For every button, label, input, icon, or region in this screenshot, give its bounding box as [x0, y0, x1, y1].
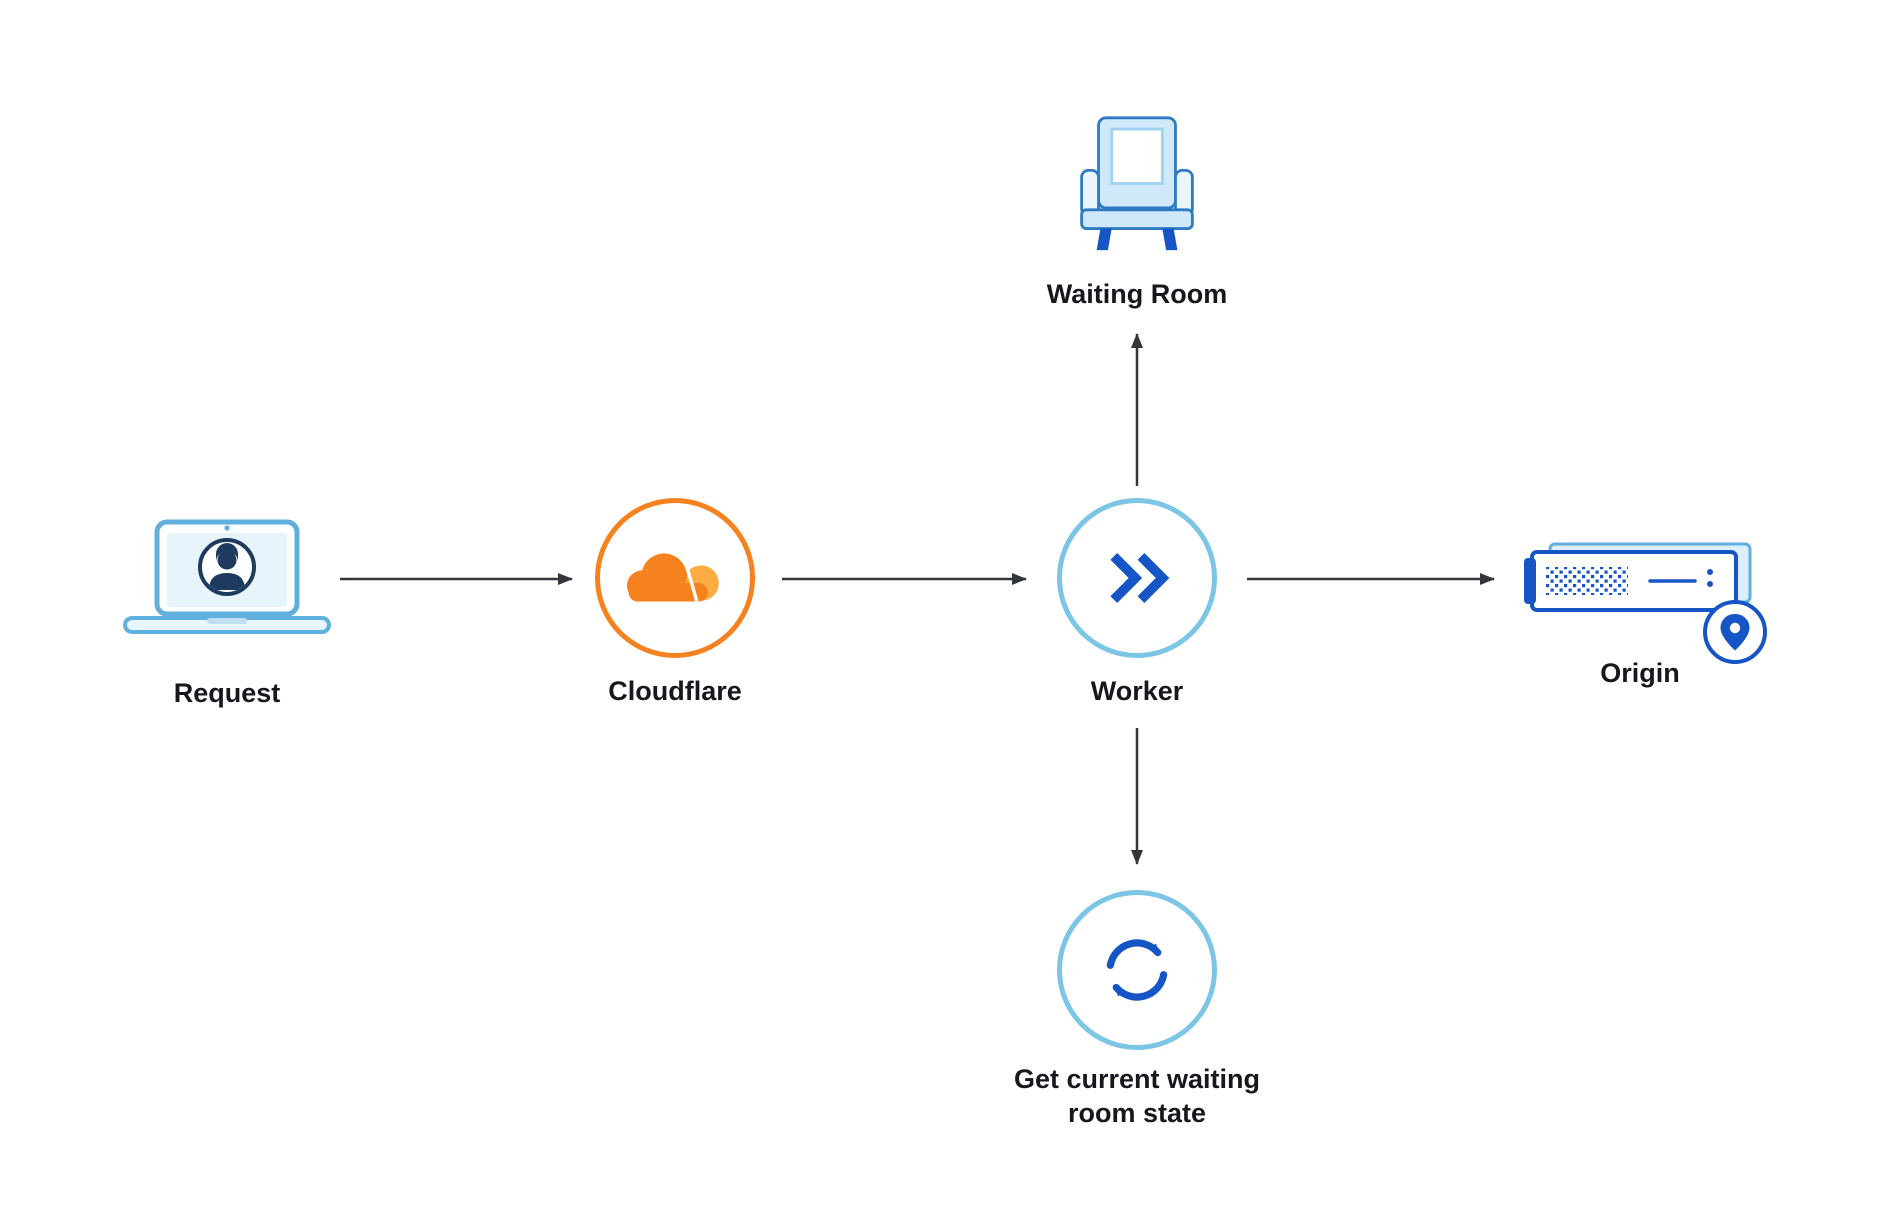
- node-waiting-room-state: Get current waiting room state: [987, 890, 1287, 1130]
- node-cloudflare: Cloudflare: [595, 498, 755, 708]
- worker-chevrons-icon: [1057, 498, 1217, 658]
- node-worker: Worker: [1057, 498, 1217, 708]
- node-origin: Origin: [1505, 540, 1775, 690]
- node-label: Cloudflare: [608, 676, 742, 706]
- node-label: Worker: [1090, 676, 1184, 706]
- server-location-icon: [1510, 540, 1770, 669]
- laptop-user-icon: [121, 518, 333, 651]
- cloudflare-cloud-icon: [595, 498, 755, 658]
- node-label: Origin: [1600, 658, 1680, 688]
- node-request: Request: [104, 518, 350, 710]
- refresh-cycle-icon: [1057, 890, 1217, 1050]
- node-label: Request: [173, 678, 281, 708]
- node-waiting-room: Waiting Room: [997, 114, 1277, 311]
- node-label: Waiting Room: [1046, 279, 1228, 309]
- node-label: Get current waiting room state: [1013, 1064, 1261, 1128]
- armchair-icon: [1076, 114, 1198, 259]
